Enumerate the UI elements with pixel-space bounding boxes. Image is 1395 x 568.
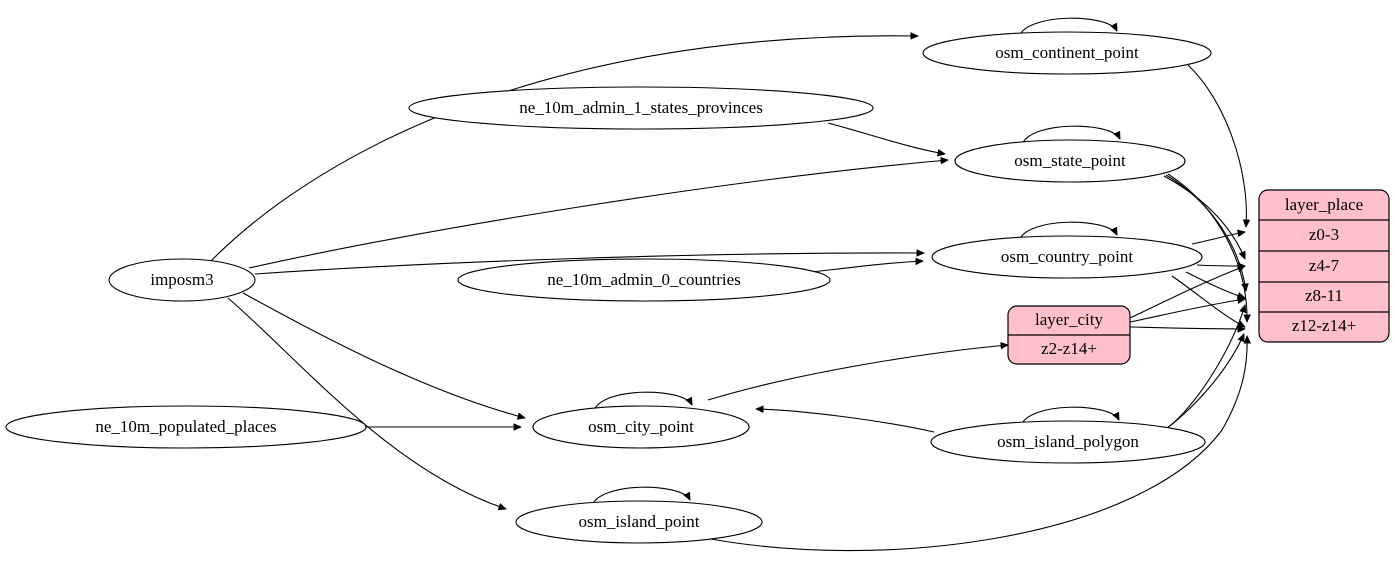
edge-osm-continent-point-to-layer-place-z0-3 [1187,64,1246,227]
node-ne-10m-admin-0-countries[interactable]: ne_10m_admin_0_countries [457,258,831,302]
edge-imposm3-to-osm-city-point [242,292,525,418]
node-osm-city-point[interactable]: osm_city_point [532,405,750,449]
edge-imposm3-to-osm-island-point [227,297,506,509]
record-layer-place-row-z4-7[interactable]: z4-7 [1309,256,1340,275]
edge-ne-states-to-osm-state-point [827,122,945,154]
node-osm-country-point[interactable]: osm_country_point [931,235,1203,279]
node-osm-state-point-label: osm_state_point [1014,151,1126,170]
record-layer-place-row-z0-3[interactable]: z0-3 [1309,225,1339,244]
edge-osm-state-point-to-layer-place-z4-7 [1163,175,1245,259]
node-ne-populated-label: ne_10m_populated_places [95,417,276,436]
node-imposm3-label: imposm3 [150,270,213,289]
node-osm-island-point[interactable]: osm_island_point [515,500,763,544]
node-ne-10m-populated-places[interactable]: ne_10m_populated_places [5,405,367,449]
edge-osm-island-polygon-to-layer-place-z12-z14 [1166,334,1245,429]
record-layer-place-row-z12-z14[interactable]: z12-z14+ [1292,316,1356,335]
edge-osm-city-point-self-loop [593,391,693,412]
edge-osm-state-point-to-layer-place-z8-11 [1165,174,1246,291]
node-imposm3[interactable]: imposm3 [108,258,256,302]
edge-layer-city-to-osm-city-point [707,345,1008,401]
node-ne-countries-label: ne_10m_admin_0_countries [547,270,741,289]
record-layer-place-header: layer_place [1285,195,1363,214]
node-osm-continent-point[interactable]: osm_continent_point [922,31,1212,75]
node-osm-state-point[interactable]: osm_state_point [954,139,1186,183]
record-node-layer: layer_city z2-z14+ layer_place z0-3 z4-7… [1007,189,1390,365]
node-osm-city-point-label: osm_city_point [588,417,694,436]
edge-imposm3-to-osm-country-point [254,253,924,275]
edge-osm-island-polygon-to-osm-island-point [756,409,935,433]
node-ne-states-label: ne_10m_admin_1_states_provinces [519,98,763,117]
edge-osm-island-point-self-loop [591,486,691,507]
record-layer-city-row-z2-z14[interactable]: z2-z14+ [1041,339,1097,358]
node-osm-island-point-label: osm_island_point [579,512,700,531]
edge-ne-countries-to-osm-country-point [811,261,923,273]
edge-imposm3-to-osm-state-point [248,160,948,269]
node-layer: imposm3 ne_10m_admin_1_states_provinces … [5,31,1212,544]
record-layer-city-header: layer_city [1035,310,1103,329]
node-osm-continent-point-label: osm_continent_point [995,43,1139,62]
edge-osm-state-point-self-loop [1021,125,1121,146]
edge-layer-city-to-layer-place-z4-7 [1129,266,1245,319]
edge-osm-island-polygon-self-loop [1020,406,1120,427]
record-layer-place-row-z8-11[interactable]: z8-11 [1305,286,1343,305]
edge-osm-island-polygon-to-layer-place-z8-11 [1169,305,1245,427]
edge-osm-country-point-self-loop [1018,221,1118,242]
edge-imposm3-to-osm-continent-point [209,36,918,263]
node-osm-island-polygon[interactable]: osm_island_polygon [930,420,1206,464]
node-ne-10m-admin-1-states-provinces[interactable]: ne_10m_admin_1_states_provinces [408,86,874,130]
record-node-layer-place[interactable]: layer_place z0-3 z4-7 z8-11 z12-z14+ [1258,189,1390,343]
edge-osm-country-point-to-layer-place-z8-11 [1185,271,1245,298]
edge-layer [209,17,1247,552]
edge-layer-city-to-layer-place-z8-11 [1129,299,1245,323]
edge-layer-city-to-layer-place-z12-z14 [1129,327,1245,329]
edge-osm-continent-point-self-loop [1018,17,1118,38]
edge-osm-country-point-to-layer-place-z12-z14 [1171,275,1245,327]
edge-osm-island-point-to-layer-place-z12-z14 [699,336,1247,552]
record-node-layer-city[interactable]: layer_city z2-z14+ [1007,305,1131,365]
node-osm-country-point-label: osm_country_point [1001,247,1133,266]
edge-osm-country-point-to-layer-place-z0-3 [1191,232,1245,245]
node-osm-island-polygon-label: osm_island_polygon [997,432,1139,451]
